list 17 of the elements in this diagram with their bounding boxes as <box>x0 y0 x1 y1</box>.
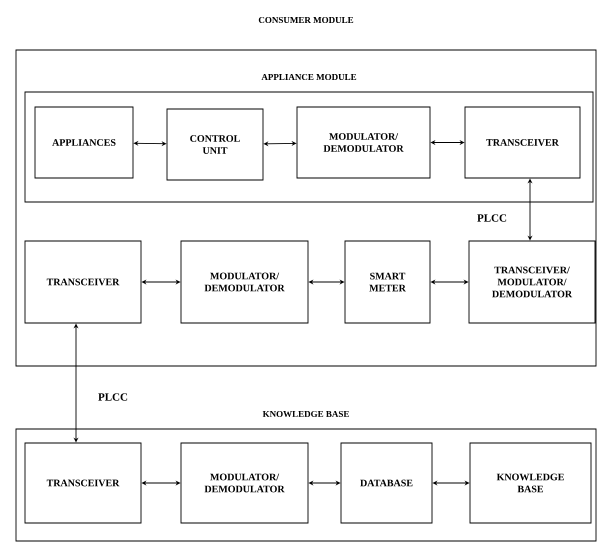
block-box: SMART METER <box>344 240 430 324</box>
block-box: APPLIANCES <box>34 106 134 178</box>
module-heading: KNOWLEDGE BASE <box>262 410 349 418</box>
module-heading: CONSUMER MODULE <box>258 16 354 24</box>
block-box: TRANSCEIVER <box>24 240 142 324</box>
block-box: MODULATOR/ DEMODULATOR <box>180 240 308 324</box>
block-box: TRANSCEIVER <box>464 106 580 178</box>
block-box: TRANSCEIVER <box>24 442 142 524</box>
block-box: DATABASE <box>340 442 432 524</box>
module-heading: APPLIANCE MODULE <box>261 74 356 80</box>
edge-label: PLCC <box>476 213 508 223</box>
block-box: MODULATOR/ DEMODULATOR <box>296 106 430 178</box>
block-box: CONTROL UNIT <box>166 108 264 180</box>
edge-label: PLCC <box>97 392 129 402</box>
block-box: KNOWLEDGE BASE <box>470 442 592 524</box>
block-box: TRANSCEIVER/ MODULATOR/ DEMODULATOR <box>468 240 596 324</box>
block-box: MODULATOR/ DEMODULATOR <box>180 442 308 524</box>
